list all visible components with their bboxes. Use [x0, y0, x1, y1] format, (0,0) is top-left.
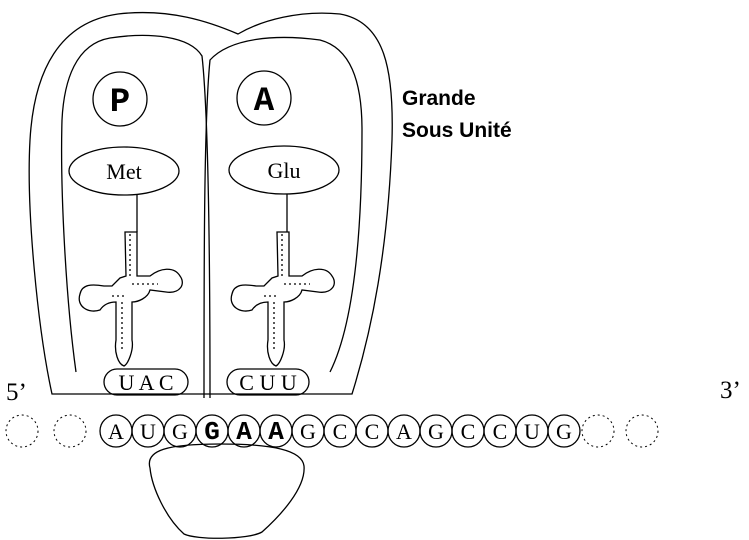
mrna-placeholder-circle — [626, 415, 658, 447]
trna-a-site — [231, 194, 334, 366]
mrna-base: G — [556, 419, 572, 444]
glu-label: Glu — [268, 158, 301, 183]
mrna-base: C — [333, 419, 348, 444]
mrna-placeholder-circle — [54, 415, 86, 447]
mrna-base: G — [428, 419, 444, 444]
mrna-base: G — [204, 417, 220, 447]
trna-p-site — [79, 195, 182, 366]
mrna-base: G — [300, 419, 316, 444]
mrna-placeholder-circle — [582, 415, 614, 447]
p-site-letter: P — [110, 84, 130, 122]
mrna-base: A — [396, 419, 412, 444]
large-subunit-label-line1: Grande — [402, 87, 476, 110]
mrna-placeholder-circle — [6, 415, 38, 447]
large-subunit-outline — [29, 13, 392, 394]
mrna-base: A — [268, 417, 284, 447]
three-prime-label: 3’ — [720, 377, 741, 404]
small-subunit — [149, 444, 304, 538]
mrna-base: C — [461, 419, 476, 444]
a-site-compartment — [204, 37, 362, 398]
five-prime-label: 5’ — [6, 379, 27, 406]
met-label: Met — [106, 159, 141, 184]
large-subunit-label-line2: Sous Unité — [402, 119, 512, 142]
mrna-base: U — [140, 419, 156, 444]
mrna-base: C — [365, 419, 380, 444]
anticodon-a: C U U — [239, 370, 297, 395]
a-site-letter: A — [254, 83, 275, 121]
mrna-base: A — [236, 417, 252, 447]
mrna-base: G — [172, 419, 188, 444]
mrna-base: U — [524, 419, 540, 444]
mrna-base: C — [493, 419, 508, 444]
anticodon-p: U A C — [118, 370, 173, 395]
mrna-base: A — [108, 419, 124, 444]
p-site-compartment — [62, 35, 210, 398]
